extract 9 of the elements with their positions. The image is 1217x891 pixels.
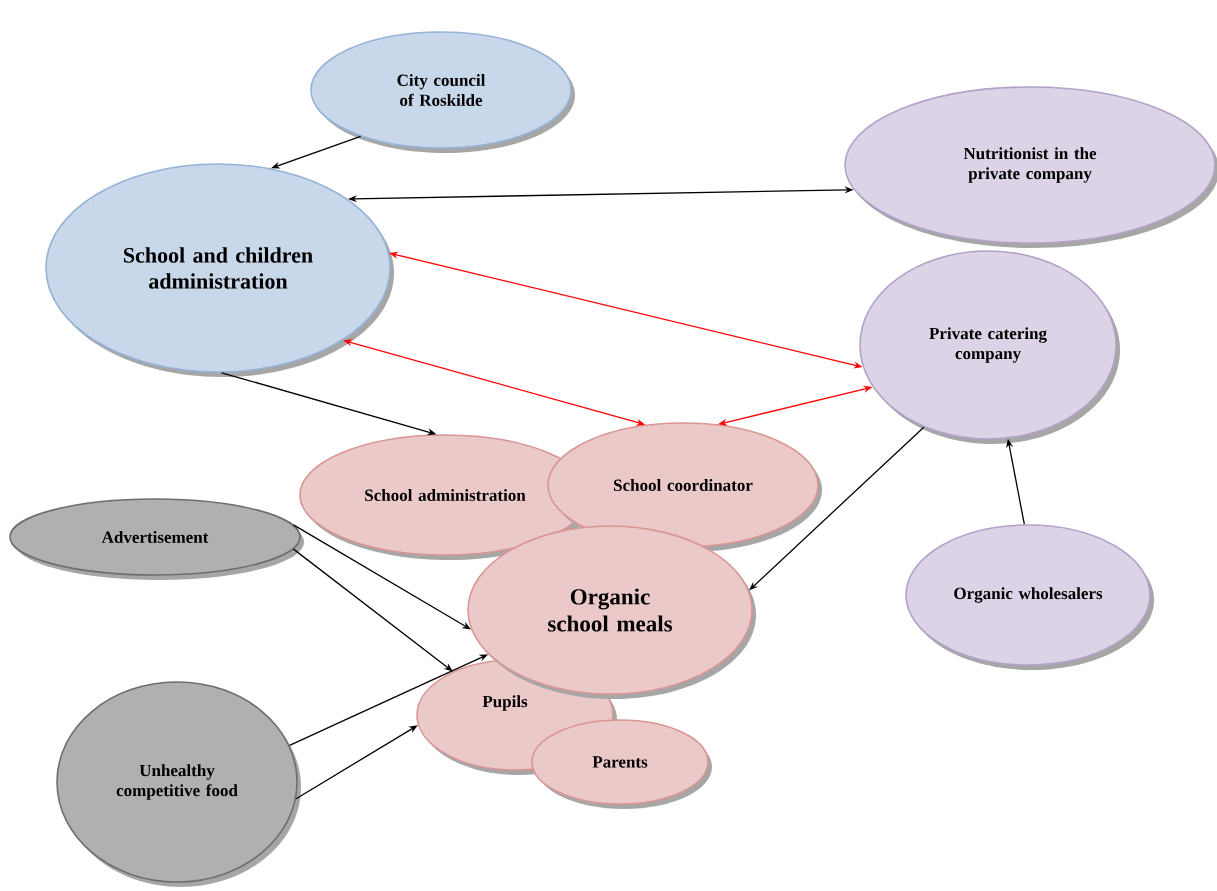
ellipse-node: Organic wholesalers [905, 524, 1154, 670]
arrow [292, 548, 453, 672]
ellipse-node: School and children administration [45, 163, 394, 377]
ellipse-node: Nutritionist in the private company [844, 86, 1217, 248]
ellipse-node: City council of Roskilde [310, 31, 575, 153]
ellipse-node: Unhealthy competitive food [56, 681, 301, 887]
ellipse-node: Private catering company [859, 250, 1120, 444]
ellipse-node: Parents [531, 719, 712, 809]
ellipse-node: Advertisement [9, 498, 304, 580]
